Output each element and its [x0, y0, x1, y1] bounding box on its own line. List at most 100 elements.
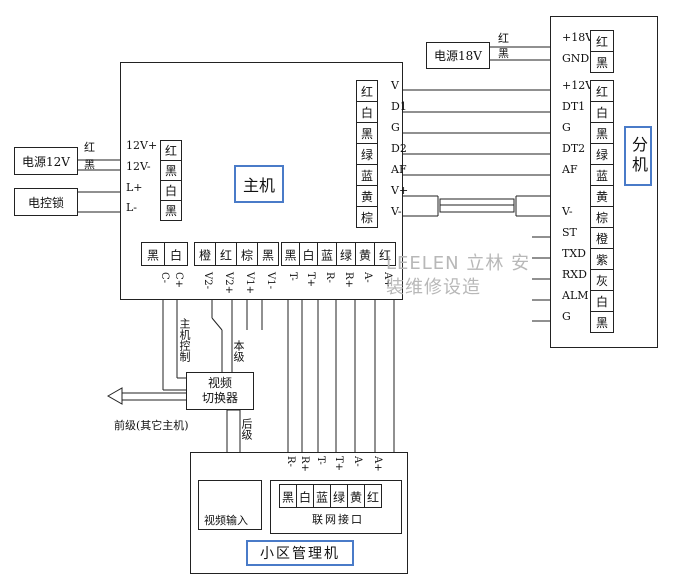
terminal-cell: 绿 [336, 242, 356, 266]
pin-label: G [562, 310, 571, 323]
pin-label: V1- [265, 272, 276, 289]
front-level-label: 前级(其它主机) [114, 419, 189, 432]
terminal-cell: 棕 [590, 206, 614, 228]
pin-label: L- [126, 201, 138, 214]
terminal-cell: 白 [590, 290, 614, 312]
terminal-cell: 灰 [590, 269, 614, 291]
terminal-cell: 白 [160, 180, 182, 201]
main-unit-title: 主机 [234, 165, 284, 203]
pin-label: V [391, 79, 399, 92]
switcher-label-line1: 视频 [207, 376, 232, 390]
pin-label: A+ [372, 456, 383, 472]
pin-label: AF [562, 163, 578, 176]
pin-label: 12V- [126, 160, 151, 173]
pin-label: RXD [562, 268, 587, 281]
terminal-cell: 橙 [590, 227, 614, 249]
pin-label: V- [562, 205, 573, 218]
terminal-cell: 黑 [160, 200, 182, 221]
terminal-cell: 黑 [590, 311, 614, 333]
terminal-cell: 白 [164, 242, 188, 266]
pin-label: R- [324, 272, 335, 283]
pin-label: AF [391, 163, 407, 176]
management-unit-title: 小区管理机 [246, 540, 354, 566]
pin-label: R- [285, 456, 296, 467]
terminal-cell: 黄 [590, 185, 614, 207]
terminal-cell: 红 [356, 80, 378, 102]
terminal-cell: 黑 [160, 160, 182, 181]
terminal-cell: 蓝 [356, 164, 378, 186]
power-18v-red-label: 红 [498, 32, 509, 45]
pin-label: D1 [391, 100, 407, 113]
pin-label: TXD [562, 247, 586, 260]
terminal-cell: 黄 [356, 185, 378, 207]
terminal-cell: 蓝 [590, 164, 614, 186]
host-control-label: 主机控制 [178, 318, 191, 362]
terminal-cell: 红 [160, 140, 182, 161]
this-level-label: 本级 [232, 340, 245, 362]
terminal-cell: 白 [299, 242, 318, 266]
video-switcher-box: 视频 切换器 [186, 372, 254, 410]
pin-label: V1+ [244, 272, 255, 294]
pin-label: DT2 [562, 142, 586, 155]
video-input-label: 视频输入 [204, 514, 248, 527]
terminal-cell: 绿 [330, 484, 348, 508]
switcher-label-line2: 切换器 [201, 391, 238, 405]
network-port-label: 联网接口 [312, 513, 364, 526]
terminal-cell: 紫 [590, 248, 614, 270]
terminal-cell: 黑 [356, 122, 378, 144]
pin-label: G [391, 121, 400, 134]
terminal-cell: 黑 [257, 242, 279, 266]
sub-unit-title: 分机 [624, 126, 652, 186]
terminal-cell: 黄 [347, 484, 365, 508]
terminal-cell: 绿 [356, 143, 378, 165]
terminal-cell: 黑 [279, 484, 297, 508]
power-18v-black-label: 黑 [498, 47, 509, 60]
pin-label: T+ [305, 272, 316, 288]
terminal-cell: 棕 [236, 242, 258, 266]
pin-label: C- [159, 272, 170, 284]
terminal-cell: 白 [296, 484, 314, 508]
power-12v-black-label: 黑 [84, 158, 95, 171]
power-12v-red-label: 红 [84, 141, 95, 154]
pin-label: DT1 [562, 100, 586, 113]
terminal-cell: 白 [356, 101, 378, 123]
terminal-cell: 蓝 [313, 484, 331, 508]
terminal-cell: 蓝 [317, 242, 337, 266]
terminal-cell: 红 [590, 80, 614, 102]
pin-label: T- [287, 272, 298, 281]
terminal-cell: 红 [590, 30, 614, 52]
pin-label: A- [352, 456, 363, 467]
pin-label: D2 [391, 142, 407, 155]
arrow-left-icon [106, 387, 123, 405]
terminal-cell: 红 [215, 242, 237, 266]
terminal-cell: 白 [590, 101, 614, 123]
pin-label: T- [315, 456, 326, 465]
lock-box: 电控锁 [14, 188, 78, 216]
pin-label: 12V+ [126, 139, 158, 152]
terminal-cell: 黑 [590, 51, 614, 73]
pin-label: ST [562, 226, 577, 239]
video-input-box [198, 480, 262, 530]
terminal-cell: 黄 [355, 242, 375, 266]
pin-label: ALM [562, 289, 589, 302]
pin-label: A- [362, 272, 373, 283]
terminal-cell: 黑 [590, 122, 614, 144]
watermark-text: LEELEN 立林 安装维修设造 [386, 253, 531, 298]
terminal-cell: 绿 [590, 143, 614, 165]
power-12v-box: 电源12V [14, 147, 78, 175]
pin-label: V2+ [223, 272, 234, 294]
terminal-cell: 红 [364, 484, 382, 508]
pin-label: +18V [562, 31, 594, 44]
pin-label: T+ [333, 456, 344, 472]
pin-label: L+ [126, 181, 143, 194]
pin-label: G [562, 121, 571, 134]
terminal-cell: 黑 [281, 242, 300, 266]
rear-level-label: 后级 [240, 418, 253, 440]
pin-label: C+ [173, 272, 184, 289]
pin-label: +12V [562, 79, 594, 92]
terminal-cell: 红 [374, 242, 396, 266]
terminal-cell: 黑 [141, 242, 165, 266]
pin-label: V- [391, 205, 402, 218]
pin-label: GND [562, 52, 590, 65]
pin-label: V2- [202, 272, 213, 289]
